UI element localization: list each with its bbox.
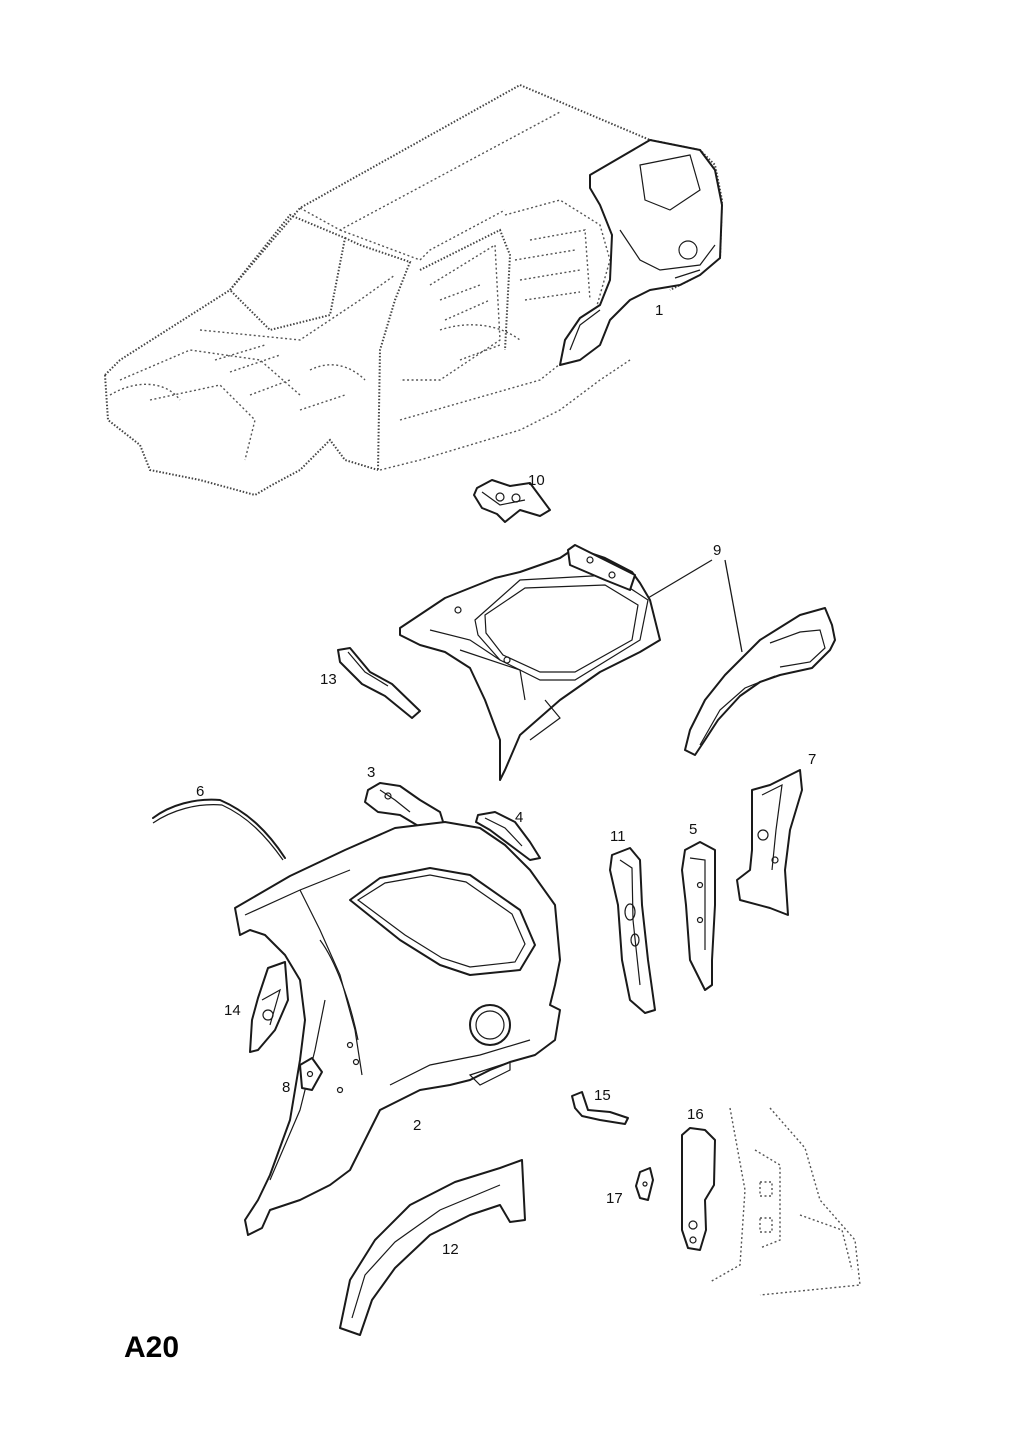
part-14-bracket	[249, 961, 289, 1053]
part-8-plate	[299, 1057, 323, 1091]
part-6-drip-rail	[152, 798, 286, 861]
callout-12: 12	[442, 1241, 459, 1258]
page-code: A20	[124, 1331, 179, 1364]
part-7-panel	[736, 769, 803, 916]
leader-lines	[647, 559, 743, 653]
part-9-wheel-arch	[684, 607, 836, 756]
part-11-pillar-reinforcement	[609, 847, 656, 1014]
part-13-strip	[337, 647, 421, 719]
part-5-pillar-reinforcement	[681, 841, 716, 991]
callout-16: 16	[687, 1106, 704, 1123]
part-4-rail	[475, 811, 541, 861]
callout-14: 14	[224, 1002, 241, 1019]
callout-15: 15	[594, 1087, 611, 1104]
callout-11: 11	[610, 828, 626, 845]
callout-9: 9	[713, 542, 721, 559]
part-16-liner	[681, 1127, 716, 1251]
vehicle-body-shell	[104, 83, 724, 497]
part-17-clip	[635, 1167, 654, 1201]
part-12-wheel-arch	[339, 1159, 526, 1336]
callout-10: 10	[528, 472, 545, 489]
callout-4: 4	[515, 809, 523, 826]
callout-5: 5	[689, 821, 697, 838]
part-9-inner-panel	[399, 544, 661, 781]
callout-labels: 1 2 3 4 5 6 7 8 9 10 11 12 13 14 15 16 1…	[196, 302, 816, 1258]
part-2-outer-quarter-panel	[234, 821, 561, 1236]
callout-17: 17	[606, 1190, 623, 1207]
callout-7: 7	[808, 751, 816, 768]
part-15-clip	[571, 1091, 629, 1125]
callout-1: 1	[655, 302, 663, 319]
callout-13: 13	[320, 671, 337, 688]
callout-2: 2	[413, 1117, 421, 1134]
callout-3: 3	[367, 764, 375, 781]
part-1-quarter-assembly	[559, 139, 723, 366]
part-10-bracket	[473, 479, 551, 523]
ghost-rear-body-context	[709, 1107, 861, 1296]
callout-8: 8	[282, 1079, 290, 1096]
callout-6: 6	[196, 783, 204, 800]
